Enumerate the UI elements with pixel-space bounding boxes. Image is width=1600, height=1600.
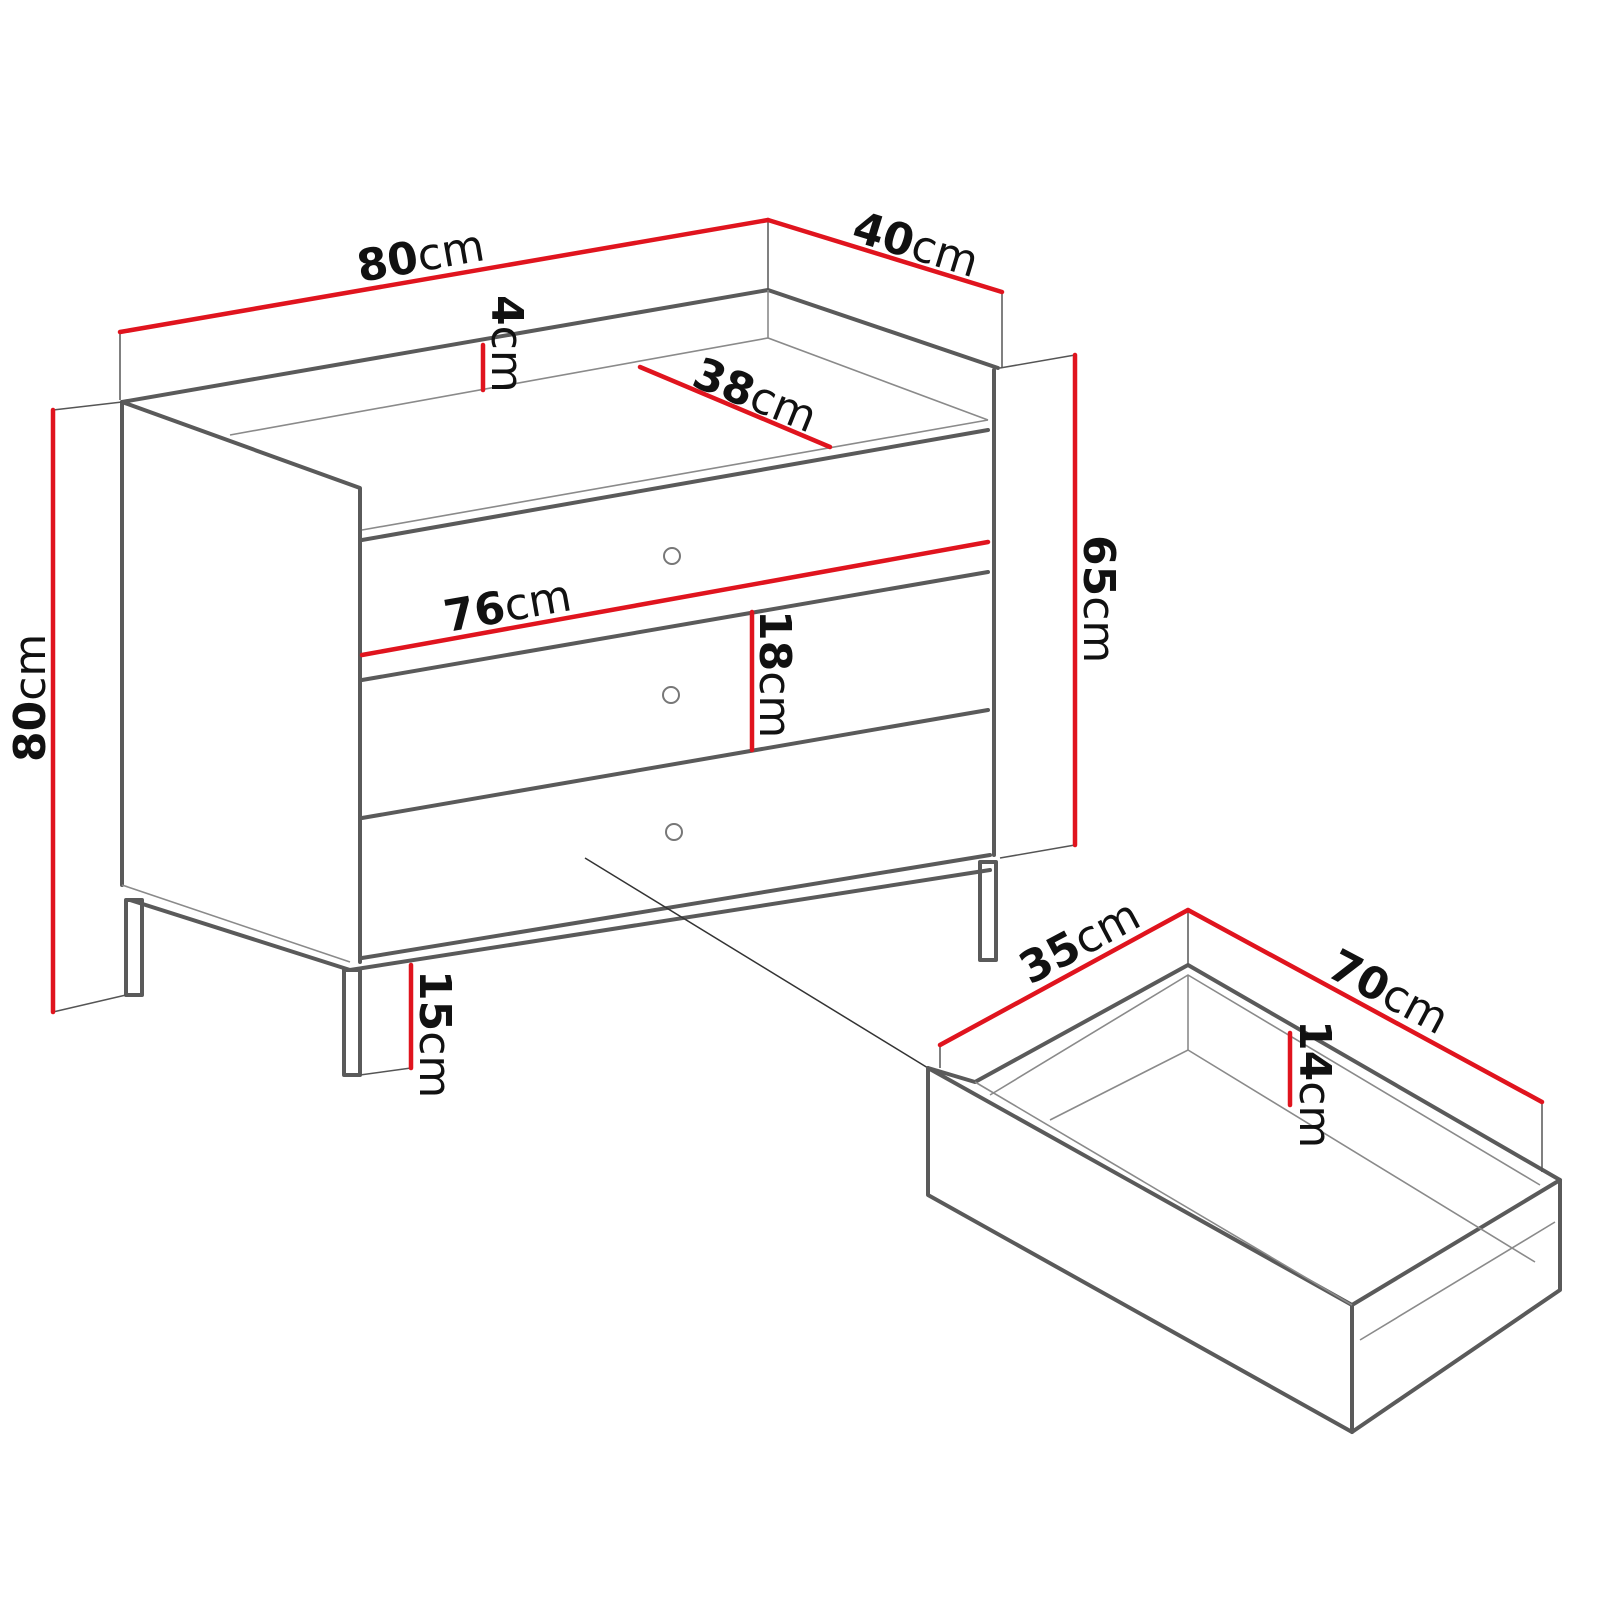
- label-drawer-front: 18cm: [749, 610, 800, 738]
- drawer-rim: [926, 963, 1562, 1182]
- drawer-side-inner: [1359, 1221, 1556, 1341]
- label-width: 80cm: [353, 220, 488, 293]
- dim-line-inner-width: [359, 539, 991, 658]
- drawer-front: [926, 1066, 1354, 1434]
- label-total-height: 80cm: [5, 634, 56, 762]
- extension-lines: [52, 220, 1543, 1172]
- drawer-divider-1: [360, 570, 990, 682]
- cabinet-top-inner-edge: [229, 337, 989, 436]
- dimension-labels: 80cm 40cm 4cm 38cm 76cm 18cm 65cm 80cm 1…: [5, 202, 1457, 1149]
- label-body-height: 65cm: [1073, 535, 1124, 663]
- drawer-callout-line: [584, 857, 929, 1069]
- label-inner-width: 76cm: [440, 570, 575, 643]
- leg-front-left: [342, 968, 362, 1077]
- drawer-knob-1: [663, 547, 681, 565]
- drawer-drawing: [926, 963, 1562, 1434]
- label-drawer-height: 14cm: [1289, 1020, 1340, 1148]
- dim-line-inner-depth: [637, 364, 833, 450]
- dim-line-depth: [765, 217, 1005, 295]
- drawer-rim-inner: [989, 974, 1541, 1186]
- dim-line-width: [117, 217, 771, 335]
- base-frame: [128, 868, 992, 972]
- dimension-lines: [50, 217, 1545, 1108]
- drawer-side: [1350, 1178, 1562, 1434]
- drawer-knob-2: [662, 686, 680, 704]
- drawer-1-top: [361, 419, 989, 531]
- label-depth: 40cm: [847, 202, 985, 288]
- leg-back-left: [124, 898, 144, 997]
- cabinet-bottom-front: [360, 853, 992, 960]
- dim-line-drawer-length: [1185, 907, 1545, 1105]
- cabinet-left-panel-front: [120, 400, 362, 964]
- cabinet-left-bottom: [121, 884, 351, 963]
- dim-line-drawer-width: [937, 907, 1191, 1048]
- cabinet-drawing: [120, 288, 1000, 1077]
- drawer-inner-front: [974, 1081, 1353, 1306]
- drawer-knob-3: [665, 823, 683, 841]
- drawer-1-top-edge: [360, 428, 990, 542]
- drawer-divider-2: [360, 708, 990, 820]
- leg-front-right: [978, 860, 998, 962]
- label-leg-height: 15cm: [409, 970, 460, 1098]
- label-top-rim: 4cm: [481, 295, 532, 393]
- label-drawer-width: 35cm: [1011, 889, 1148, 994]
- label-inner-depth: 38cm: [686, 348, 824, 443]
